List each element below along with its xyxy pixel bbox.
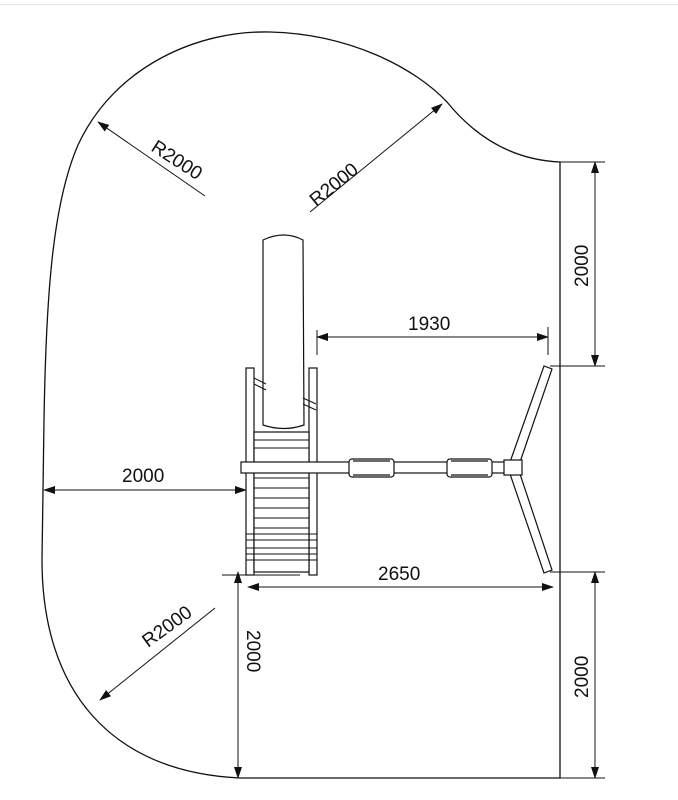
dimension-left-clearance: 2000 [43, 466, 247, 494]
dimension-label: 2000 [122, 466, 164, 487]
radius-dimension-bottom-left: R2000 [99, 602, 216, 701]
dimension-label: 2000 [572, 245, 593, 287]
dimension-label: R2000 [306, 159, 363, 211]
dimension-label: R2000 [147, 137, 205, 185]
radius-dimension-top-left: R2000 [97, 121, 206, 197]
dimension-slide-to-swing: 1930 [316, 314, 549, 355]
swing-seat [348, 458, 395, 478]
dimension-label: 2000 [572, 656, 593, 698]
dimension-right-bottom: 2000 [550, 571, 605, 779]
top-border [0, 0, 678, 5]
play-tower [245, 367, 318, 576]
dimension-label: 2650 [378, 564, 420, 585]
radius-dimension-top-middle: R2000 [306, 103, 443, 213]
dimension-overall-width: 2650 [222, 564, 554, 591]
dimension-label: R2000 [139, 602, 197, 652]
swing-seat [446, 458, 493, 478]
slide [253, 234, 317, 430]
dimension-label: 1930 [408, 314, 450, 335]
dimension-label: 2000 [242, 630, 263, 672]
dimension-bottom-left-vertical: 2000 [234, 571, 263, 779]
safety-zone-boundary [41, 31, 561, 779]
dimension-right-top: 2000 [550, 161, 605, 367]
a-frame-legs [503, 365, 553, 574]
